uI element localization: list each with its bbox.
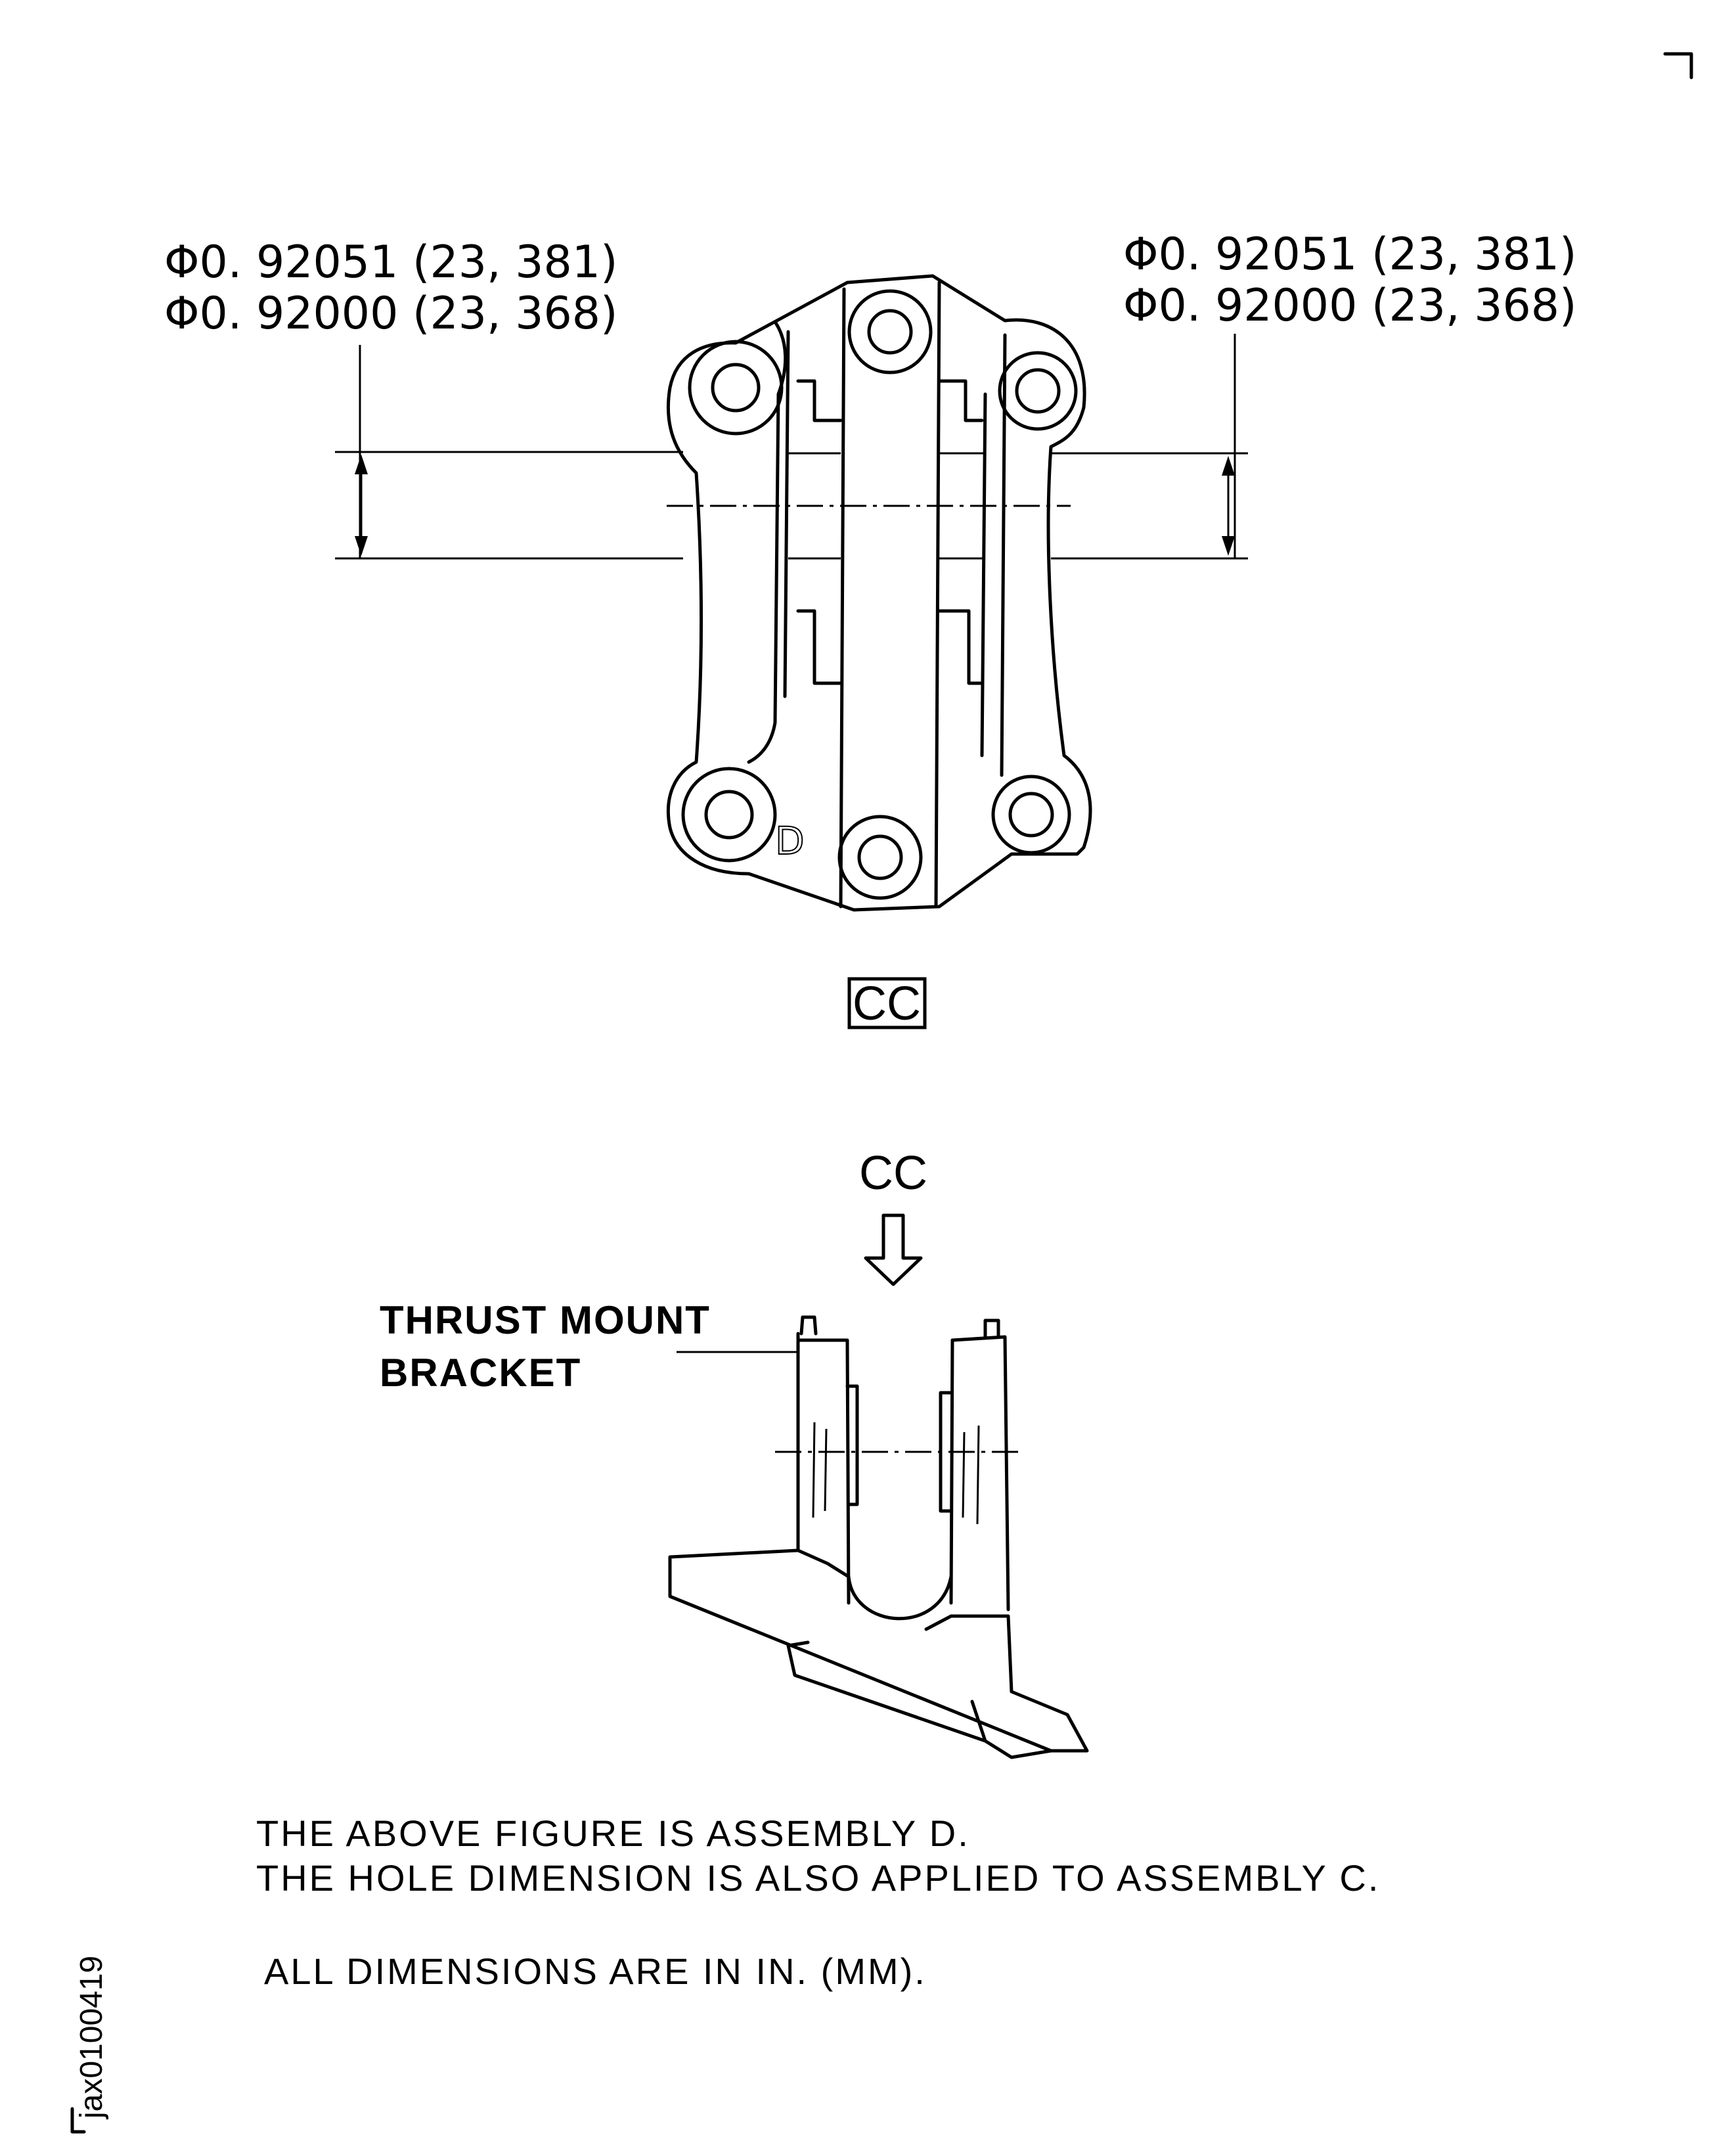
note-line3: ALL DIMENSIONS ARE IN IN. (MM).: [264, 1950, 927, 1992]
right-upright-inner: [949, 1338, 954, 1605]
corner-mark: [1663, 52, 1693, 79]
base-plate: [668, 1548, 1089, 1753]
note-line1: THE ABOVE FIGURE IS ASSEMBLY D.: [256, 1813, 970, 1854]
left-dimension-upper: Φ0. 92051 (23, 381): [164, 237, 618, 288]
center-strip-left-edge: [839, 287, 846, 909]
rail-cross-lines: [788, 452, 985, 560]
right-arrowhead-down: [1222, 536, 1235, 556]
base-fillet-right: [924, 1614, 953, 1631]
callout-line2: BRACKET: [380, 1351, 581, 1395]
left-arrowhead-down: [355, 536, 368, 556]
figure-id-mark: [70, 2107, 86, 2134]
right-dimension-upper: Φ0. 92051 (23, 381): [1123, 229, 1577, 281]
bracket-side-view: [668, 1315, 1089, 1759]
left-upright-inner: [796, 1338, 851, 1605]
view-direction-arrow: [864, 1213, 923, 1286]
right-rail-inner: [980, 392, 987, 757]
view-label-box: [847, 977, 927, 1029]
right-upper-pocket: [937, 379, 984, 422]
right-hole-line-2: [976, 1425, 980, 1525]
right-upright-tab: [983, 1318, 1000, 1339]
bracket-top-view: D: [666, 274, 1092, 912]
hole-bottom-center: [837, 815, 923, 900]
left-hole-line-1: [812, 1422, 816, 1518]
hole-top-center: [847, 289, 933, 374]
left-upright-boss: [845, 1384, 859, 1506]
note-line2: THE HOLE DIMENSION IS ALSO APPLIED TO AS…: [256, 1857, 1380, 1899]
right-dimension-lower: Φ0. 92000 (23, 368): [1123, 280, 1577, 332]
figure-id: jax0100419: [74, 1956, 109, 2120]
view-arrow-label: CC: [859, 1147, 927, 1200]
left-hole-line-2: [824, 1428, 828, 1512]
part-marking: D: [775, 819, 805, 863]
u-bottom: [847, 1575, 953, 1621]
view-box-label: CC: [853, 978, 921, 1030]
hole-top-right: [998, 351, 1078, 431]
left-upper-pocket: [796, 379, 843, 422]
bracket-outline: [666, 274, 1092, 912]
left-rail-inner: [783, 330, 790, 698]
left-upright-tab: [799, 1315, 818, 1336]
left-arrowhead-up: [355, 455, 368, 474]
left-rail: [747, 320, 788, 764]
right-arrowhead-up: [1222, 456, 1235, 476]
left-dimension: Φ0. 92051 (23, 381) Φ0. 92000 (23, 368): [164, 237, 683, 560]
base-fillet-left: [796, 1548, 851, 1579]
right-upright-outer: [950, 1335, 1010, 1611]
right-hole-line-1: [962, 1431, 966, 1518]
center-strip-right-edge: [934, 281, 941, 909]
hole-bottom-right: [991, 775, 1071, 855]
left-dimension-lower: Φ0. 92000 (23, 368): [164, 288, 618, 340]
left-lower-pocket: [796, 609, 843, 685]
hole-bottom-left: [681, 767, 777, 863]
right-lower-pocket: [937, 609, 984, 685]
callout-line1: THRUST MOUNT: [380, 1298, 711, 1342]
base-corner: [970, 1700, 987, 1743]
hole-top-left: [688, 340, 784, 436]
right-dimension: Φ0. 92051 (23, 381) Φ0. 92000 (23, 368): [1051, 229, 1577, 560]
base-lower-edge: [786, 1640, 1053, 1759]
